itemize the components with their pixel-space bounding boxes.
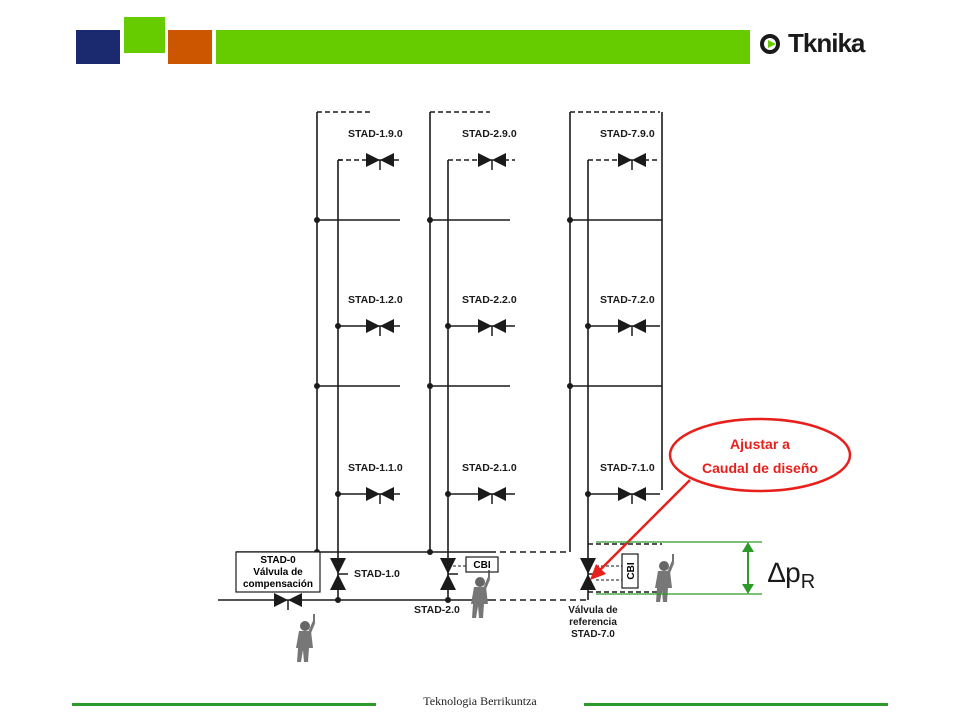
label-stad-1-2-0: STAD-1.2.0: [348, 294, 403, 306]
stad-0-line2: Válvula de: [253, 567, 303, 578]
label-stad-1-9-0: STAD-1.9.0: [348, 128, 403, 140]
label-stad-7-2-0: STAD-7.2.0: [600, 294, 655, 306]
reference-line1: Válvula de: [568, 605, 618, 616]
delta-p-symbol: ∆p: [768, 557, 801, 588]
header-square-green: [124, 17, 165, 53]
tknika-logo: Tknika: [759, 28, 865, 61]
footer-text: Teknologia Berrikuntza: [423, 694, 537, 708]
label-stad-7-1-0: STAD-7.1.0: [600, 462, 655, 474]
callout-line1: Ajustar a: [730, 436, 790, 452]
label-stad-2-1-0: STAD-2.1.0: [462, 462, 517, 474]
callout-line2: Caudal de diseño: [702, 460, 818, 476]
label-stad-2-0: STAD-2.0: [414, 604, 460, 616]
header-bar: [216, 30, 750, 64]
callout-adjust-flow: Ajustar a Caudal de diseño: [590, 417, 852, 580]
stad-0-box: STAD-0 Válvula de compensación: [235, 551, 321, 593]
header-square-navy: [76, 30, 120, 64]
label-stad-2-9-0: STAD-2.9.0: [462, 128, 517, 140]
reference-line3: STAD-7.0: [571, 629, 615, 640]
label-stad-7-9-0: STAD-7.9.0: [600, 128, 655, 140]
header-square-orange: [168, 30, 212, 64]
branch-valves: [365, 152, 647, 505]
label-stad-1-0: STAD-1.0: [354, 568, 400, 580]
stad-0-line1: STAD-0: [260, 555, 296, 566]
delta-p-subscript: R: [801, 571, 815, 593]
cbi-box-riser2: CBI: [448, 556, 499, 573]
cbi-label-riser7: CBI: [626, 562, 637, 579]
delta-p-marker: ∆pR: [596, 541, 815, 595]
logo-text: Tknika: [788, 28, 865, 58]
pipe-network: [218, 111, 663, 601]
footer-line-right: [584, 703, 888, 706]
junction-dots: [314, 217, 591, 603]
cbi-label-riser2: CBI: [473, 560, 490, 571]
label-stad-2-2-0: STAD-2.2.0: [462, 294, 517, 306]
reference-line2: referencia: [569, 617, 617, 628]
stad-0-line3: compensación: [243, 579, 313, 590]
footer-line-left: [72, 703, 376, 706]
delta-p-label: ∆pR: [768, 557, 815, 593]
logo-arrow-icon: [759, 30, 786, 61]
label-stad-1-1-0: STAD-1.1.0: [348, 462, 403, 474]
riser-valves: [273, 557, 599, 611]
cbi-box-riser7: CBI: [596, 553, 639, 589]
